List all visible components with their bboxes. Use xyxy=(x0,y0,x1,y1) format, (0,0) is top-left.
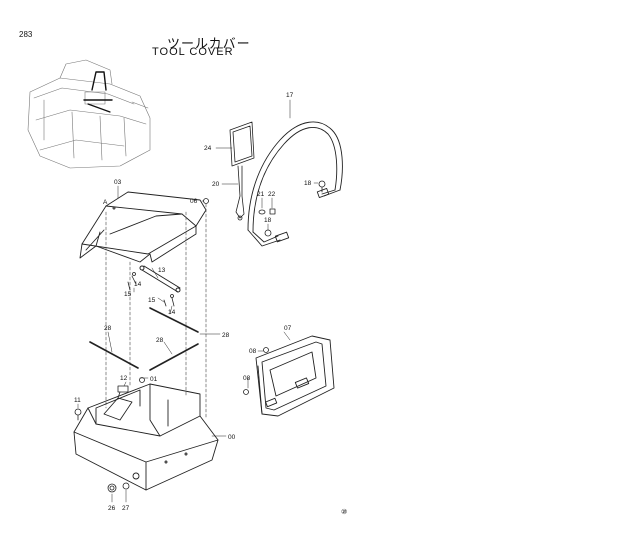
callout-08-upper: 08 xyxy=(249,348,257,355)
part-27-plug xyxy=(122,482,130,490)
part-15-clip-upper xyxy=(127,281,131,291)
callout-17: 17 xyxy=(286,92,294,99)
part-28-seal-strip-3 xyxy=(149,343,199,371)
callout-21: 21 xyxy=(257,191,265,198)
callout-20: 20 xyxy=(212,181,220,188)
callout-01: 01 xyxy=(150,376,158,383)
part-22-nut xyxy=(269,208,276,215)
part-18-bolt-upper xyxy=(318,180,326,193)
part-12-latch xyxy=(117,385,129,399)
part-00-tool-box xyxy=(73,383,219,491)
callout-07: 07 xyxy=(284,325,292,332)
part-13-gas-spring xyxy=(139,265,181,293)
part-17-guard-rail xyxy=(247,121,343,247)
assembly-guide-lines xyxy=(105,203,207,419)
excavator-location-thumbnail xyxy=(27,59,151,169)
title-english: TOOL COVER xyxy=(152,46,234,58)
callout-26: 26 xyxy=(108,505,116,512)
callout-03: 03 xyxy=(114,179,122,186)
part-28-seal-strip-2 xyxy=(89,341,139,369)
part-01-lock xyxy=(139,377,145,383)
part-08-bolt-lower xyxy=(243,389,249,395)
page-number: 283 xyxy=(19,30,33,39)
part-14-pin-lower xyxy=(170,294,175,307)
part-03-top-cover xyxy=(79,191,207,263)
part-26-grommet xyxy=(107,483,117,493)
callout-14-upper: 14 xyxy=(134,281,142,288)
callout-18-upper: 18 xyxy=(304,180,312,187)
callout-06: 06 xyxy=(190,198,198,205)
callout-27: 27 xyxy=(122,505,130,512)
part-11-bolt xyxy=(74,408,82,421)
callout-15-lower: 15 xyxy=(148,297,156,304)
part-08-bolt-upper xyxy=(263,347,269,353)
callout-14-lower: 14 xyxy=(168,309,176,316)
part-15-clip-lower xyxy=(163,299,167,307)
callout-22: 22 xyxy=(268,191,276,198)
callout-labels: 17 24 20 21 22 18 18 03 A 06 13 14 15 15… xyxy=(74,92,312,512)
callout-18-lower: 18 xyxy=(264,217,272,224)
callout-28-left: 28 xyxy=(104,325,112,332)
callout-28-middle: 28 xyxy=(156,337,164,344)
part-24-mirror xyxy=(229,121,255,167)
callout-24: 24 xyxy=(204,145,212,152)
callout-15-upper: 15 xyxy=(124,291,132,298)
part-28-seal-strip-1 xyxy=(149,307,199,333)
leader-lines xyxy=(77,99,319,503)
part-21-washer xyxy=(258,209,266,215)
callout-00: 00 xyxy=(228,434,236,441)
callout-28-right: 28 xyxy=(222,332,230,339)
callout-a: A xyxy=(103,199,108,206)
part-20-mirror-stay xyxy=(235,165,245,221)
part-18-bolt-lower xyxy=(264,229,272,237)
callout-13: 13 xyxy=(158,267,166,274)
footer-mark: ⑩ xyxy=(341,509,348,516)
callout-12: 12 xyxy=(120,375,128,382)
callout-08-lower: 08 xyxy=(243,375,251,382)
part-07-side-door xyxy=(255,335,335,417)
part-14-pin-upper xyxy=(131,272,137,285)
callout-11: 11 xyxy=(74,397,81,404)
title-japanese: ツールカバー xyxy=(167,37,251,52)
